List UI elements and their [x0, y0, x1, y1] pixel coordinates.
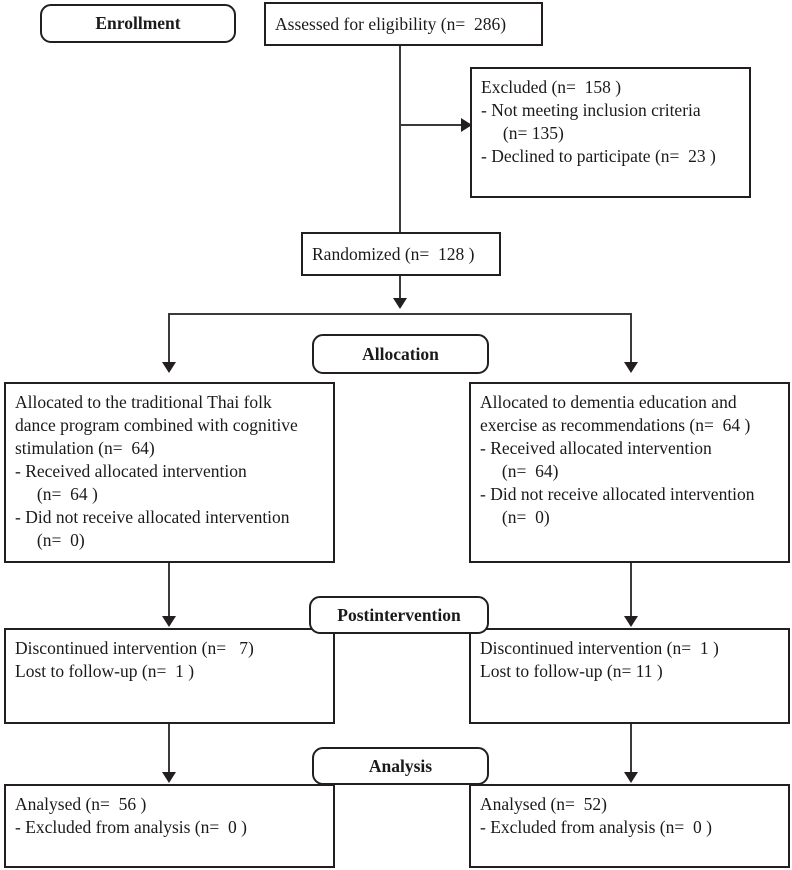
- arrowhead-analysis-left: [162, 772, 176, 783]
- box-excluded: Excluded (n= 158 ) - Not meeting inclusi…: [470, 67, 751, 198]
- box-excluded-text: Excluded (n= 158 ) - Not meeting inclusi…: [481, 77, 716, 166]
- arrowhead-to-excluded: [461, 118, 472, 132]
- connector-allocation-split-bar: [168, 313, 632, 315]
- box-analysis-intervention-text: Analysed (n= 56 ) - Excluded from analys…: [15, 794, 247, 837]
- box-assessed-for-eligibility-text: Assessed for eligibility (n= 286): [275, 14, 507, 34]
- box-allocated-intervention: Allocated to the traditional Thai folk d…: [4, 382, 335, 563]
- stage-label-allocation-text: Allocation: [362, 343, 439, 364]
- arrowhead-post-right: [624, 616, 638, 627]
- connector-post-left-to-analysis-left: [168, 724, 170, 778]
- connector-randomized-down: [399, 276, 401, 302]
- box-allocated-control-text: Allocated to dementia education and exer…: [480, 392, 755, 527]
- box-analysis-control-text: Analysed (n= 52) - Excluded from analysi…: [480, 794, 712, 837]
- box-assessed-for-eligibility: Assessed for eligibility (n= 286): [264, 2, 543, 46]
- box-allocated-control: Allocated to dementia education and exer…: [469, 382, 790, 563]
- connector-post-right-to-analysis-right: [630, 724, 632, 778]
- stage-label-analysis: Analysis: [312, 747, 489, 785]
- stage-label-postintervention-text: Postintervention: [337, 604, 461, 625]
- connector-allocation-split-right: [630, 313, 632, 365]
- stage-label-enrollment-text: Enrollment: [95, 13, 181, 33]
- connector-eligibility-to-excluded: [399, 124, 464, 126]
- connector-alloc-left-to-post-left: [168, 563, 170, 620]
- arrowhead-post-left: [162, 616, 176, 627]
- arrowhead-allocation-left: [162, 362, 176, 373]
- box-allocated-intervention-text: Allocated to the traditional Thai folk d…: [15, 392, 298, 550]
- box-randomized: Randomized (n= 128 ): [301, 232, 501, 276]
- box-postintervention-intervention-text: Discontinued intervention (n= 7) Lost to…: [15, 638, 254, 681]
- box-analysis-intervention: Analysed (n= 56 ) - Excluded from analys…: [4, 784, 335, 868]
- box-postintervention-control: Discontinued intervention (n= 1 ) Lost t…: [469, 628, 790, 724]
- stage-label-allocation: Allocation: [312, 334, 489, 374]
- arrowhead-analysis-right: [624, 772, 638, 783]
- box-randomized-text: Randomized (n= 128 ): [312, 244, 475, 264]
- box-analysis-control: Analysed (n= 52) - Excluded from analysi…: [469, 784, 790, 868]
- box-postintervention-control-text: Discontinued intervention (n= 1 ) Lost t…: [480, 638, 719, 681]
- connector-eligibility-to-randomized: [399, 46, 401, 232]
- stage-label-postintervention: Postintervention: [309, 596, 489, 634]
- box-postintervention-intervention: Discontinued intervention (n= 7) Lost to…: [4, 628, 335, 724]
- stage-label-analysis-text: Analysis: [368, 755, 433, 776]
- connector-allocation-split-left: [168, 313, 170, 365]
- stage-label-enrollment: Enrollment: [40, 4, 236, 43]
- connector-alloc-right-to-post-right: [630, 563, 632, 620]
- arrowhead-allocation-right: [624, 362, 638, 373]
- arrowhead-randomized-down: [393, 298, 407, 309]
